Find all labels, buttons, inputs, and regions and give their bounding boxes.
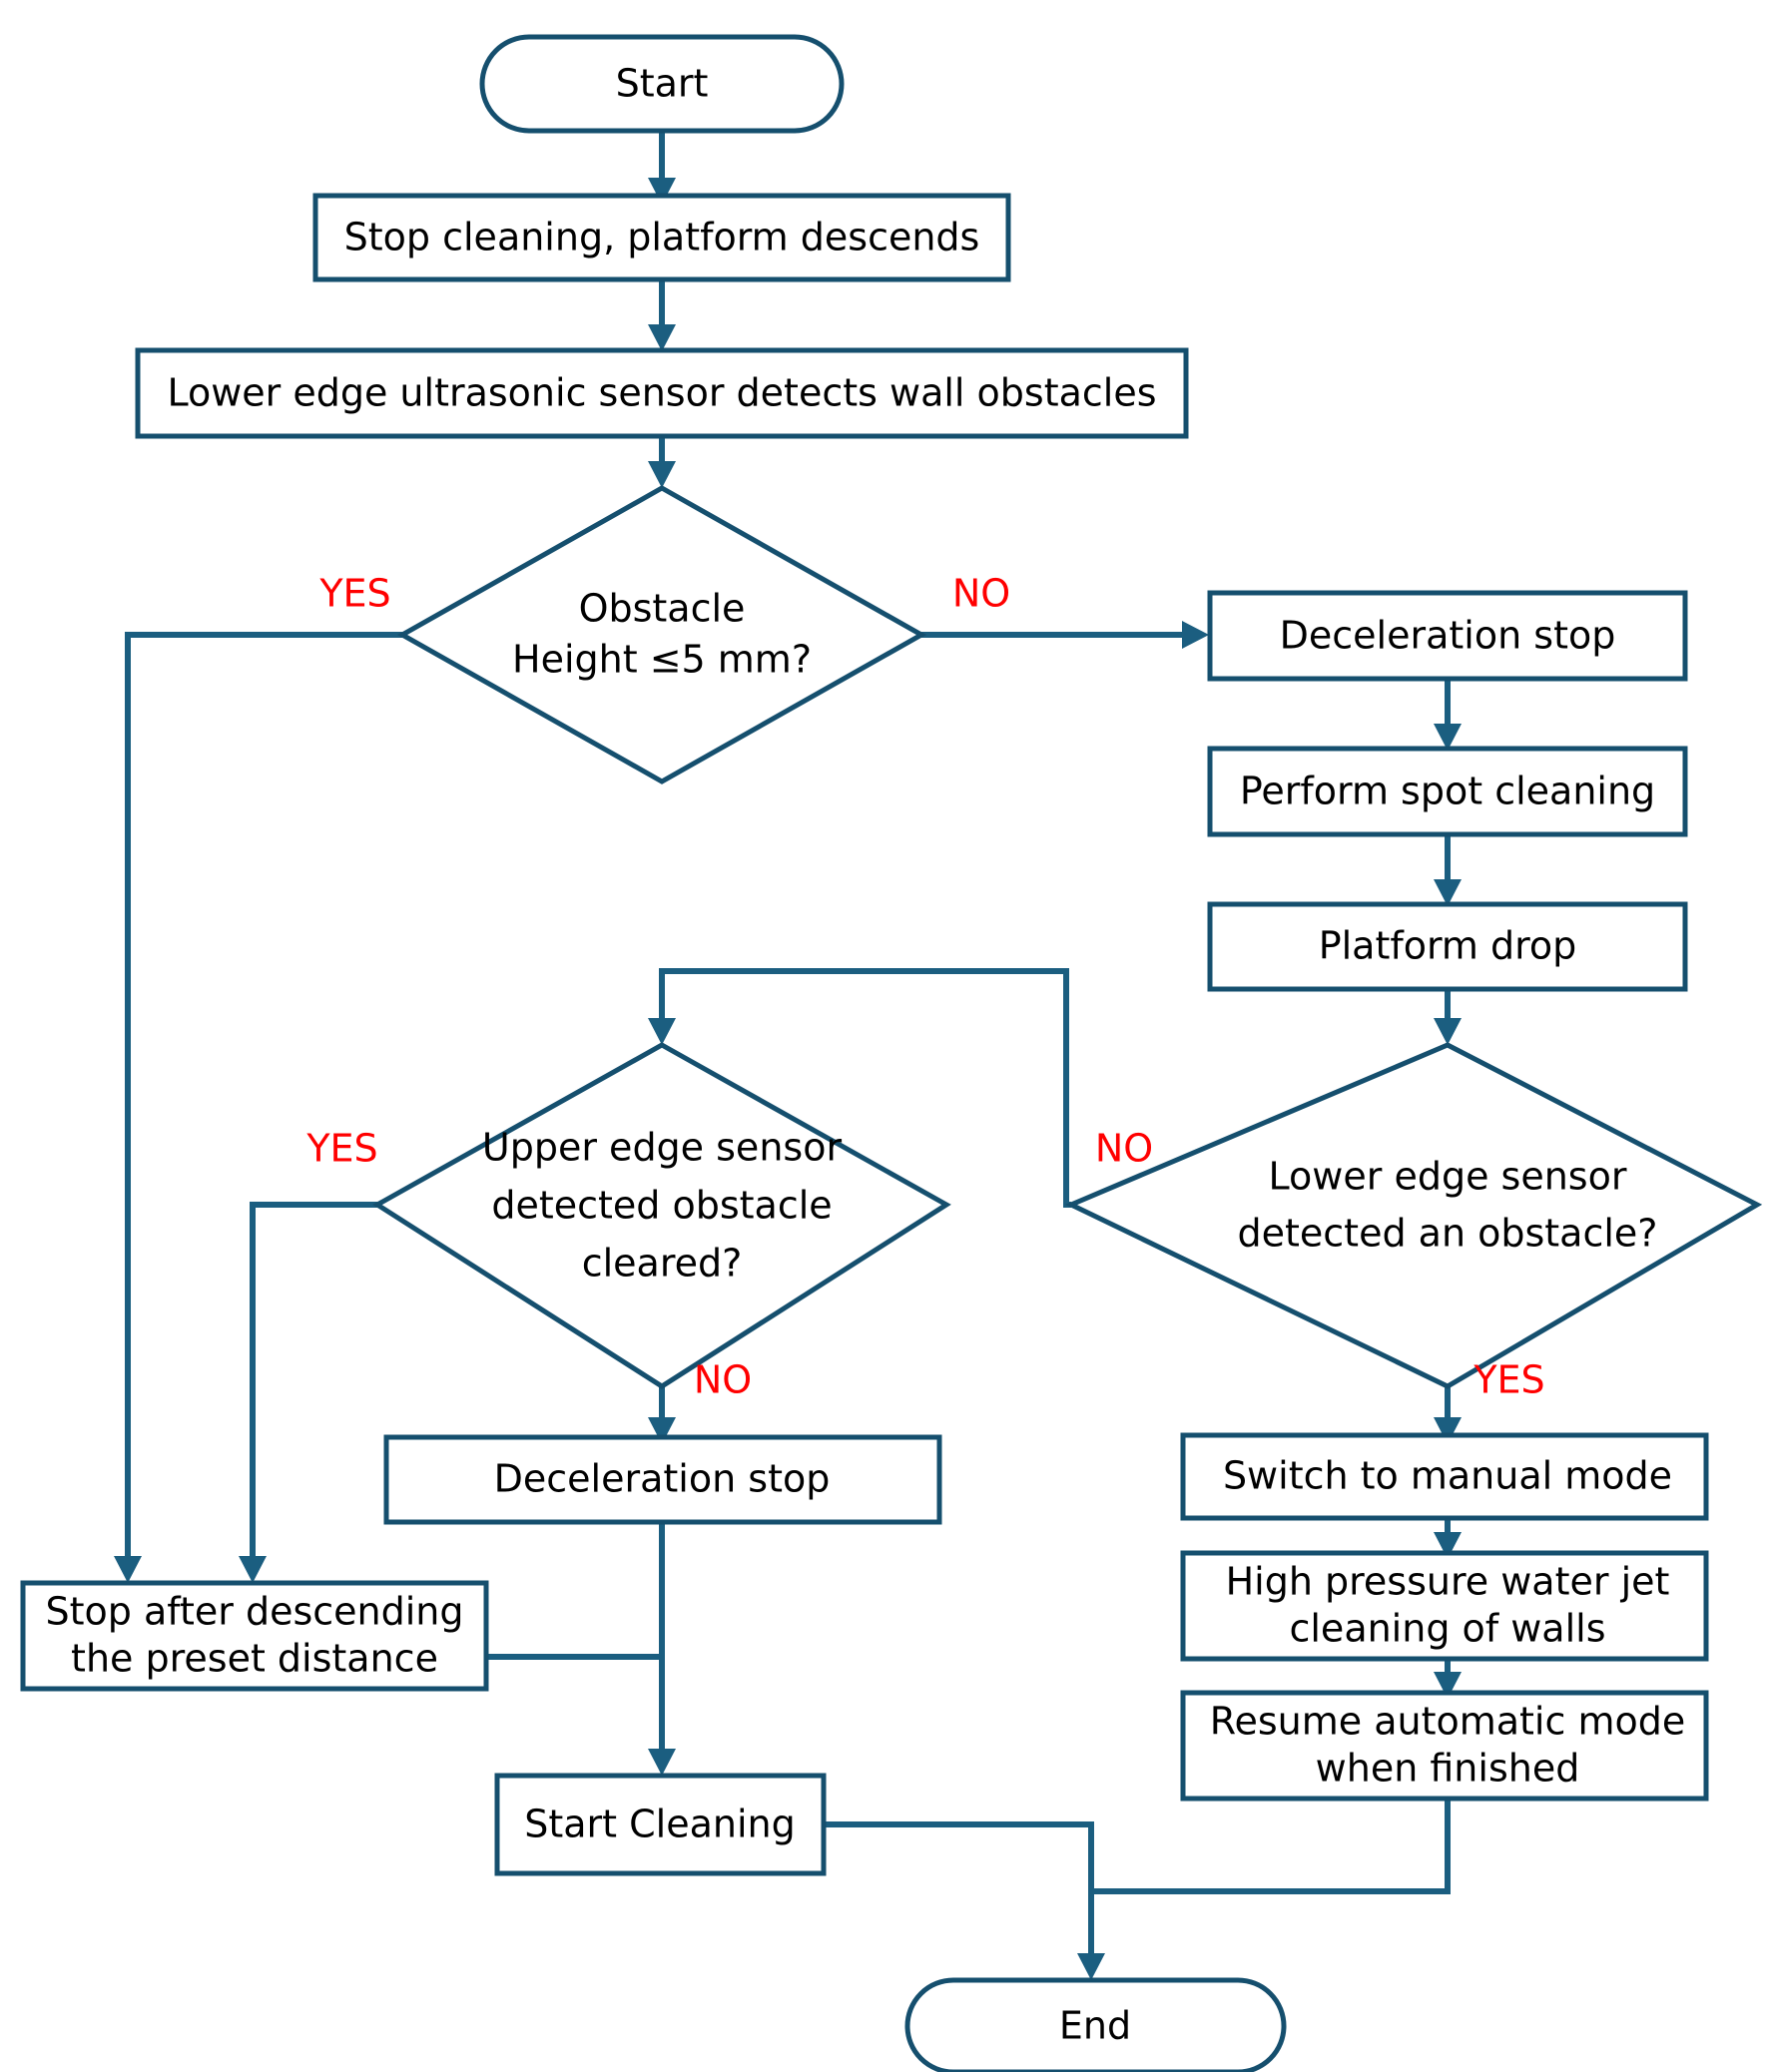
arrowhead-decel-stop-mid-to-start-cleaning [648, 1749, 676, 1776]
node-water-jet-shape [1180, 1550, 1709, 1662]
arrowhead-lower-detected-yes [1434, 1417, 1462, 1444]
node-end[interactable]: End [904, 1977, 1287, 2072]
node-stop-preset-label-line1: Stop after descending [46, 1590, 464, 1634]
edge-obstacle-height-yes-to-stop-preset [125, 632, 402, 1561]
arrowhead-resume-auto-to-end [1077, 1953, 1105, 1980]
node-stop-cleaning-label: Stop cleaning, platform descends [344, 216, 980, 259]
node-start-cleaning[interactable]: Start Cleaning [494, 1773, 827, 1876]
node-stop-cleaning[interactable]: Stop cleaning, platform descends [312, 193, 1011, 282]
node-stop-preset[interactable]: Stop after descending the preset distanc… [20, 1580, 489, 1692]
arrowhead-manual-mode-to-water-jet [1434, 1532, 1462, 1559]
node-platform-drop[interactable]: Platform drop [1207, 901, 1688, 992]
node-start[interactable]: Start [479, 34, 845, 134]
node-water-jet[interactable]: High pressure water jet cleaning of wall… [1180, 1550, 1709, 1662]
node-upper-cleared[interactable]: Upper edge sensor detected obstacle clea… [372, 1042, 951, 1389]
node-resume-auto[interactable]: Resume automatic mode when finished [1180, 1690, 1709, 1802]
node-lower-detected[interactable]: Lower edge sensor detected an obstacle? [1064, 1042, 1763, 1389]
edge-label-height-no: NO [952, 572, 1010, 616]
node-resume-auto-label-line2: when finished [1316, 1747, 1580, 1791]
node-lower-sensor-shape [135, 347, 1189, 439]
node-upper-cleared-shape [372, 1042, 951, 1389]
node-end-shape [904, 1977, 1287, 2072]
edge-label-upper-yes: YES [305, 1127, 377, 1171]
node-spot-cleaning-label: Perform spot cleaning [1240, 770, 1655, 813]
node-decel-stop-right-shape [1207, 590, 1688, 682]
node-lower-detected-shape [1064, 1042, 1763, 1389]
node-start-label: Start [616, 62, 709, 106]
node-spot-cleaning[interactable]: Perform spot cleaning [1207, 746, 1688, 837]
node-stop-preset-shape [20, 1580, 489, 1692]
arrowhead-water-jet-to-resume-auto [1434, 1672, 1462, 1699]
node-manual-mode[interactable]: Switch to manual mode [1180, 1432, 1709, 1521]
arrowhead-obstacle-height-yes [114, 1556, 142, 1583]
node-obstacle-height[interactable]: Obstacle Height ≤5 mm? [396, 485, 927, 784]
node-spot-cleaning-shape [1207, 746, 1688, 837]
node-stop-cleaning-shape [312, 193, 1011, 282]
node-manual-mode-shape [1180, 1432, 1709, 1521]
node-water-jet-label-line2: cleaning of walls [1289, 1607, 1605, 1651]
edge-label-upper-no: NO [694, 1358, 752, 1402]
node-lower-detected-label-line2: detected an obstacle? [1238, 1212, 1658, 1256]
node-obstacle-height-shape [396, 485, 927, 784]
node-decel-stop-right-label: Deceleration stop [1280, 614, 1616, 658]
node-upper-cleared-label-line1: Upper edge sensor [482, 1126, 843, 1170]
node-decel-stop-right[interactable]: Deceleration stop [1207, 590, 1688, 682]
edge-label-height-yes: YES [318, 572, 390, 616]
node-start-shape [479, 34, 845, 134]
arrowhead-lower-detected-no [648, 1018, 676, 1045]
node-lower-sensor[interactable]: Lower edge ultrasonic sensor detects wal… [135, 347, 1189, 439]
edge-labels: YES NO YES NO NO YES [305, 572, 1544, 1402]
node-resume-auto-shape [1180, 1690, 1709, 1802]
arrowhead-obstacle-height-no [1182, 621, 1209, 649]
node-obstacle-height-label-line2: Height ≤5 mm? [512, 638, 812, 682]
node-upper-cleared-label-line2: detected obstacle [491, 1184, 832, 1228]
node-obstacle-height-label-line1: Obstacle [579, 587, 746, 631]
node-start-cleaning-label: Start Cleaning [524, 1803, 796, 1846]
node-platform-drop-label: Platform drop [1319, 924, 1577, 968]
arrowhead-start-to-stop-cleaning [648, 178, 676, 205]
node-manual-mode-label: Switch to manual mode [1223, 1454, 1672, 1498]
node-decel-stop-mid-label: Deceleration stop [494, 1457, 831, 1501]
node-decel-stop-mid-shape [383, 1434, 942, 1525]
node-resume-auto-label-line1: Resume automatic mode [1210, 1700, 1685, 1744]
arrowhead-lower-sensor-to-obstacle-height [648, 461, 676, 488]
node-end-label: End [1059, 2004, 1131, 2048]
edge-label-lower-yes: YES [1473, 1358, 1544, 1402]
arrowhead-upper-cleared-no [648, 1417, 676, 1444]
node-lower-sensor-label: Lower edge ultrasonic sensor detects wal… [167, 371, 1156, 415]
node-decel-stop-mid[interactable]: Deceleration stop [383, 1434, 942, 1525]
node-upper-cleared-label-line3: cleared? [582, 1242, 743, 1286]
edge-upper-cleared-yes-to-stop-preset [250, 1202, 377, 1561]
node-lower-detected-label-line1: Lower edge sensor [1269, 1155, 1627, 1199]
edge-label-lower-no: NO [1095, 1127, 1153, 1171]
edge-resume-auto-to-end [1088, 1799, 1451, 1958]
arrowhead-platform-drop-to-lower-detected [1434, 1018, 1462, 1045]
arrowhead-stop-cleaning-to-lower-sensor [648, 324, 676, 351]
node-water-jet-label-line1: High pressure water jet [1226, 1560, 1670, 1604]
connectors [114, 131, 1462, 1980]
node-stop-preset-label-line2: the preset distance [71, 1637, 438, 1681]
node-platform-drop-shape [1207, 901, 1688, 992]
arrowhead-decel-stop-to-spot-cleaning [1434, 724, 1462, 751]
edge-start-cleaning-to-end [824, 1821, 1094, 1958]
node-start-cleaning-shape [494, 1773, 827, 1876]
arrowhead-upper-cleared-yes [239, 1556, 267, 1583]
arrowhead-spot-cleaning-to-platform-drop [1434, 879, 1462, 906]
